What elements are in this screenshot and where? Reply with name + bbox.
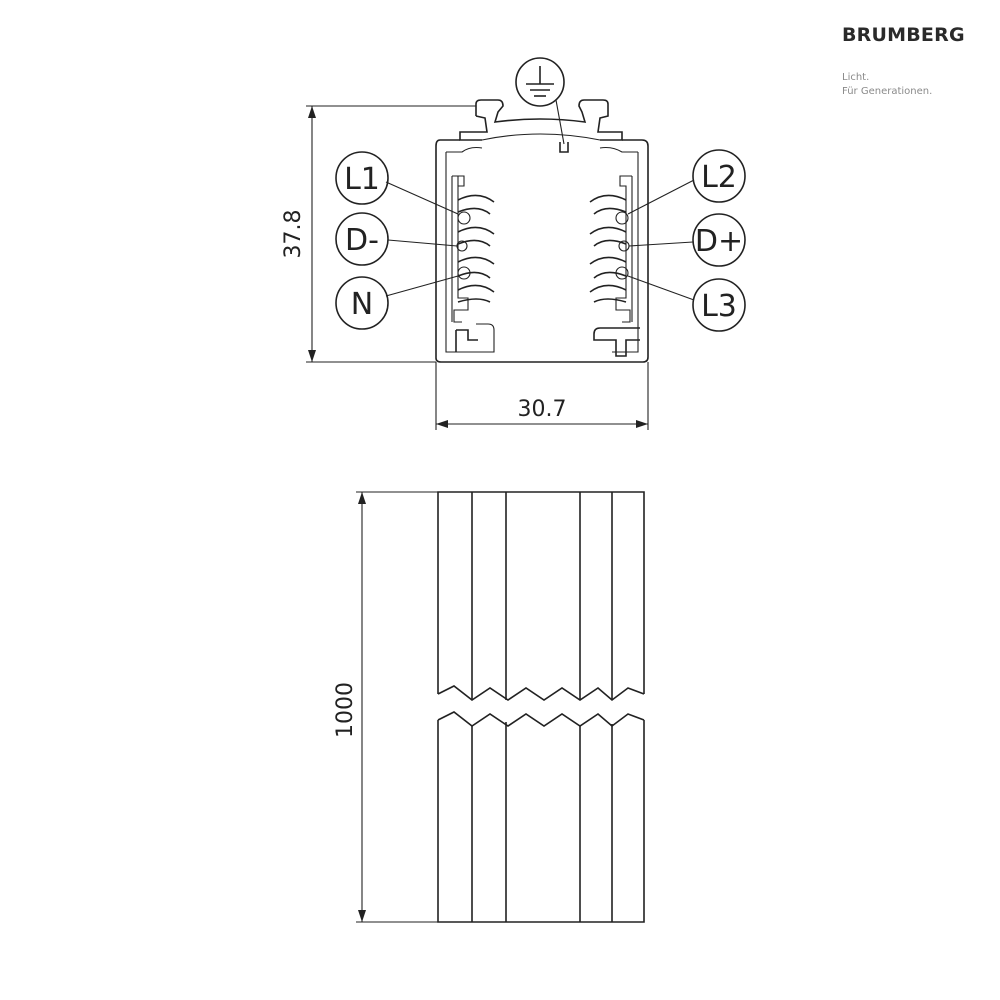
profile-inner-wall-right xyxy=(612,152,639,353)
profile-inner-top xyxy=(446,146,638,153)
profile-top-ridge xyxy=(475,99,623,141)
profile-outer-wall xyxy=(435,139,649,363)
length-dimension: 1000 xyxy=(333,491,438,923)
side-view-lower-segment xyxy=(437,711,645,923)
contact-l2 xyxy=(615,211,629,225)
right-bottom-lip xyxy=(593,327,640,357)
profile-inner-arc xyxy=(481,133,601,141)
svg-text:D+: D+ xyxy=(695,224,743,259)
brand-tagline-line-1: Licht. xyxy=(842,72,870,83)
width-dimension-value: 30.7 xyxy=(518,397,567,422)
earth-ground-icon xyxy=(515,57,565,145)
left-finger-3 xyxy=(457,256,495,279)
right-finger-1 xyxy=(589,194,627,215)
brand-logo: BRUMBERG Licht. Für Generationen. xyxy=(828,12,978,104)
height-dimension-value: 37.8 xyxy=(281,210,306,259)
left-bottom-lip xyxy=(455,329,478,352)
label-l1: L1 xyxy=(335,151,459,215)
height-dimension: 37.8 xyxy=(281,105,476,363)
contact-l3 xyxy=(615,266,629,280)
earth-notch xyxy=(559,142,569,153)
left-rail-clip xyxy=(451,176,459,322)
label-d-plus: D+ xyxy=(628,213,746,267)
contact-n xyxy=(457,266,471,280)
length-dimension-value: 1000 xyxy=(333,682,358,738)
right-finger-3 xyxy=(589,256,627,279)
left-finger-4 xyxy=(457,284,495,303)
svg-text:L3: L3 xyxy=(701,289,737,324)
left-finger-2 xyxy=(457,226,495,247)
brand-name: BRUMBERG xyxy=(842,24,965,46)
profile-inner-wall-left xyxy=(445,152,495,353)
width-dimension: 30.7 xyxy=(435,362,649,430)
right-finger-2 xyxy=(589,226,627,247)
right-finger-4 xyxy=(589,284,627,303)
svg-text:D-: D- xyxy=(345,223,379,258)
svg-text:L1: L1 xyxy=(344,162,380,197)
label-d-minus: D- xyxy=(335,212,458,266)
left-rail xyxy=(452,175,469,323)
track-cross-section xyxy=(435,99,649,363)
label-l2: L2 xyxy=(627,149,746,215)
svg-text:L2: L2 xyxy=(701,160,737,195)
left-finger-1 xyxy=(457,194,495,215)
label-n: N xyxy=(335,275,459,330)
right-rail xyxy=(615,175,632,323)
track-side-view xyxy=(437,491,645,923)
label-l3: L3 xyxy=(627,275,746,332)
brand-tagline-line-2: Für Generationen. xyxy=(842,86,933,97)
contact-l1 xyxy=(457,211,471,225)
side-view-upper-segment xyxy=(437,491,645,702)
profile-top-ridge-left xyxy=(459,115,488,141)
svg-text:N: N xyxy=(351,287,373,322)
